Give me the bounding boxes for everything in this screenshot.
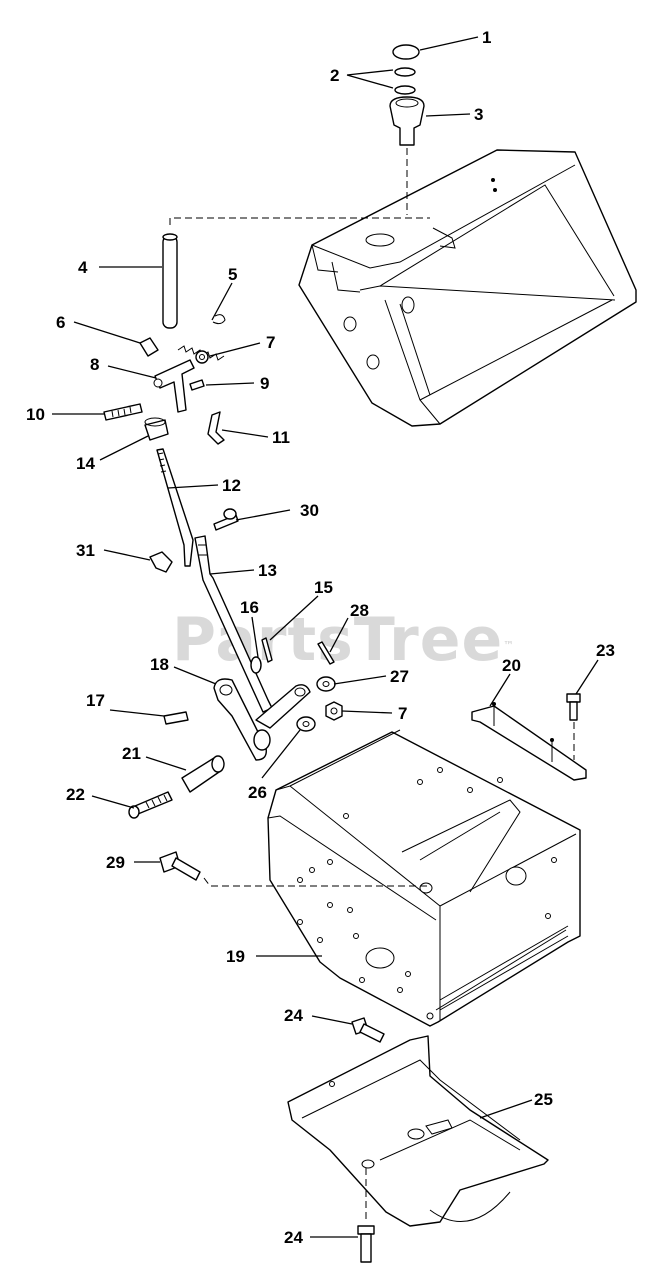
callout-16: 16 [240,598,259,617]
callout-19: 19 [226,947,245,966]
bracket-8 [153,359,195,413]
washer-27 [316,676,336,692]
callout-2: 2 [330,66,339,85]
bolt-24-top [351,1017,385,1043]
shield-25 [287,1035,549,1227]
watermark-trademark: ™ [503,639,516,652]
callout-26: 26 [248,783,267,802]
bolt-22 [128,791,173,819]
callout-3: 3 [474,105,483,124]
callout-21: 21 [122,744,141,763]
callout-24-top: 24 [284,1006,303,1025]
callout-5: 5 [228,265,237,284]
callout-numbers: 1 2 3 4 5 6 7 8 9 10 11 12 13 14 15 16 1… [26,28,615,1247]
screw-30 [213,508,239,531]
callout-29: 29 [106,853,125,872]
callout-7-lower: 7 [398,704,407,723]
callout-18: 18 [150,655,169,674]
callout-17: 17 [86,691,105,710]
nut-7-top [195,350,209,364]
callout-9: 9 [260,374,269,393]
callout-28: 28 [350,601,369,620]
callout-4: 4 [78,258,88,277]
callout-30: 30 [300,501,319,520]
bolt-24-bottom [357,1225,375,1263]
callout-12: 12 [222,476,241,495]
callout-23: 23 [596,641,615,660]
cotter-pin-28 [317,641,335,665]
washer-16 [250,656,262,674]
callout-13: 13 [258,561,277,580]
callout-14: 14 [76,454,95,473]
callout-15: 15 [314,578,333,597]
retaining-rings-2 [394,67,416,95]
clip-11 [207,411,225,445]
callout-10: 10 [26,405,45,424]
ferrule-14 [144,417,169,441]
shaft-4 [162,233,178,329]
frame-19 [267,729,581,1027]
callout-31: 31 [76,541,95,560]
knob-cap-1 [392,44,420,60]
pin-6 [139,337,159,357]
callout-27: 27 [390,667,409,686]
spacer-21 [181,755,225,793]
lever-18 [213,678,311,761]
knob-3 [389,96,425,146]
clip-31 [149,551,173,573]
nut-7-lower [325,701,343,721]
bolt-23 [566,693,581,721]
callout-25: 25 [534,1090,553,1109]
callout-20: 20 [502,656,521,675]
callout-7-top: 7 [266,333,275,352]
bolt-29 [159,851,201,881]
callout-22: 22 [66,785,85,804]
shift-rod-12 [156,448,194,567]
washer-26 [296,716,316,732]
callout-1: 1 [482,28,491,47]
leader-lines [52,36,599,1238]
bolt-17 [163,711,189,725]
pin-9 [189,379,205,391]
callout-6: 6 [56,313,65,332]
bolt-10 [103,403,143,421]
bracket-20 [471,702,587,781]
cotter-pin-15 [261,637,273,663]
callout-24-bottom: 24 [284,1228,303,1247]
callout-11: 11 [272,428,290,447]
callout-8: 8 [90,355,99,374]
dash-panel-housing [298,149,637,427]
